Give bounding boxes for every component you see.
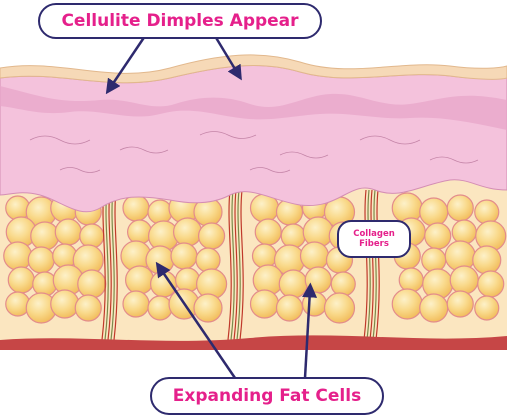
collagen-fiber bbox=[113, 189, 118, 341]
fat-cell bbox=[125, 265, 155, 295]
fat-cell bbox=[122, 194, 150, 222]
arrow-top-left bbox=[105, 35, 147, 95]
fat-lobules bbox=[3, 192, 507, 324]
fat-cell bbox=[275, 294, 304, 322]
fat-cell bbox=[424, 222, 452, 250]
fat-cell bbox=[301, 291, 328, 317]
arrow-bottom-right bbox=[302, 282, 318, 379]
fat-cell bbox=[27, 246, 55, 274]
collagen-fiber bbox=[227, 189, 232, 341]
fat-cell bbox=[278, 269, 308, 299]
fat-cell bbox=[147, 295, 173, 321]
expanding-fat-cells-label: Expanding Fat Cells bbox=[150, 377, 384, 415]
fat-lobule bbox=[120, 192, 228, 323]
fat-cell bbox=[419, 293, 449, 323]
collagen-fiber bbox=[239, 189, 244, 341]
fat-cell bbox=[3, 241, 33, 271]
fat-cell bbox=[254, 218, 282, 246]
fat-cell bbox=[74, 294, 102, 322]
fat-cell bbox=[5, 291, 31, 317]
collagen-fibers-text-line2: Fibers bbox=[359, 239, 389, 249]
fat-lobule bbox=[249, 193, 358, 324]
fat-cell bbox=[193, 293, 223, 323]
fat-cell bbox=[451, 219, 477, 245]
collagen-fibers-label: Collagen Fibers bbox=[337, 220, 411, 258]
fat-cell bbox=[54, 218, 82, 246]
fat-cell bbox=[170, 242, 198, 270]
fat-cell bbox=[477, 270, 505, 298]
fat-cell bbox=[173, 217, 203, 247]
fat-cell bbox=[474, 199, 500, 225]
fat-cell bbox=[30, 221, 60, 251]
fat-cell bbox=[330, 271, 356, 297]
arrow-top-right bbox=[213, 35, 242, 81]
fat-cell bbox=[299, 241, 330, 271]
fat-cell bbox=[50, 289, 80, 319]
fat-cell bbox=[398, 267, 424, 293]
fat-cell bbox=[280, 223, 306, 249]
cellulite-dimples-label: Cellulite Dimples Appear bbox=[38, 3, 322, 39]
fat-cell bbox=[52, 243, 78, 269]
fat-cell bbox=[122, 290, 150, 318]
expanding-fat-cells-text: Expanding Fat Cells bbox=[172, 386, 362, 406]
fat-cell bbox=[304, 266, 332, 294]
fat-cell bbox=[198, 222, 226, 250]
epidermis-layer bbox=[0, 54, 507, 84]
fat-cell bbox=[472, 245, 502, 275]
fat-cell bbox=[446, 194, 474, 222]
dermis-texture bbox=[29, 131, 479, 173]
fat-cell bbox=[474, 295, 500, 321]
fat-cell bbox=[421, 247, 447, 273]
fat-cell bbox=[391, 288, 423, 320]
fat-cell bbox=[77, 269, 107, 299]
collagen-fiber bbox=[107, 189, 112, 341]
collagen-fiber bbox=[110, 189, 115, 341]
fat-lobule bbox=[3, 193, 107, 324]
collagen-fiber bbox=[236, 189, 241, 341]
fat-cell bbox=[251, 243, 278, 269]
collagen-fibers-text-line1: Collagen bbox=[353, 229, 395, 239]
fat-cell bbox=[449, 265, 479, 295]
arrow-bottom-left bbox=[155, 261, 237, 379]
fat-cell bbox=[127, 219, 153, 245]
collagen-fiber bbox=[230, 189, 235, 341]
fat-cell bbox=[32, 271, 58, 297]
muscle-layer bbox=[0, 335, 507, 350]
collagen-fiber bbox=[233, 189, 238, 341]
fat-cell bbox=[446, 290, 474, 318]
fat-cell bbox=[147, 199, 173, 225]
fat-cell bbox=[7, 266, 35, 294]
fat-cell bbox=[249, 289, 280, 319]
fat-cell bbox=[323, 292, 356, 324]
fat-lobule bbox=[391, 192, 507, 323]
fat-cell bbox=[5, 195, 31, 221]
cellulite-dimples-text: Cellulite Dimples Appear bbox=[61, 11, 299, 31]
fat-cell bbox=[175, 267, 201, 293]
dermis-wave bbox=[0, 86, 507, 130]
fat-cell bbox=[195, 247, 221, 273]
fat-cell bbox=[79, 223, 105, 249]
fat-cell bbox=[419, 197, 449, 227]
